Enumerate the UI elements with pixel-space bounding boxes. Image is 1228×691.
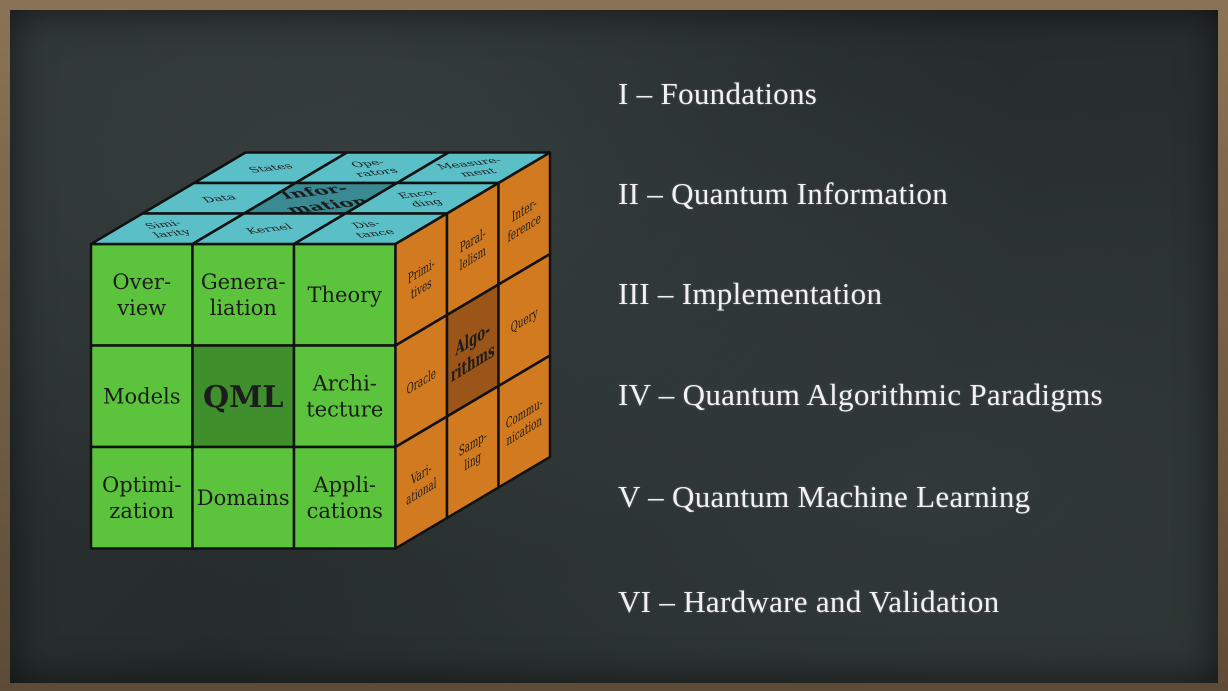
chapter-item-2: II – Quantum Information <box>618 176 949 211</box>
front-cell-label: Theory <box>307 283 382 307</box>
front-cell-label: Appli-cations <box>307 473 383 523</box>
front-cell <box>89 445 194 550</box>
chapter-item-1: I – Foundations <box>618 76 818 111</box>
top-cell-label: Dis-tance <box>344 218 398 240</box>
front-cell <box>292 445 397 550</box>
center-label-qml: QML <box>203 380 283 415</box>
front-cell <box>89 242 194 347</box>
front-cell-label: Over-view <box>112 270 171 320</box>
front-cell-label: Archi-tecture <box>306 371 383 421</box>
top-cell-label: Ope-rators <box>343 157 400 179</box>
front-cell-label: Genera-liation <box>201 270 286 320</box>
front-cell-label: Optimi-zation <box>102 473 182 523</box>
chapter-item-5: V – Quantum Machine Learning <box>618 479 1031 514</box>
front-cell <box>191 242 296 347</box>
chapter-item-4: IV – Quantum Algorithmic Paradigms <box>618 377 1103 412</box>
top-cell-label: Data <box>199 192 239 204</box>
top-cell-label: Enco-ding <box>395 187 450 209</box>
front-cell-label: Domains <box>197 486 290 510</box>
front-cell-label: Models <box>103 385 181 409</box>
right-cell <box>497 354 552 489</box>
chapter-item-6: VI – Hardware and Validation <box>618 584 1000 619</box>
chapter-item-3: III – Implementation <box>618 276 883 311</box>
front-cell <box>292 344 397 449</box>
top-cell-label: Simi-larity <box>141 218 194 240</box>
